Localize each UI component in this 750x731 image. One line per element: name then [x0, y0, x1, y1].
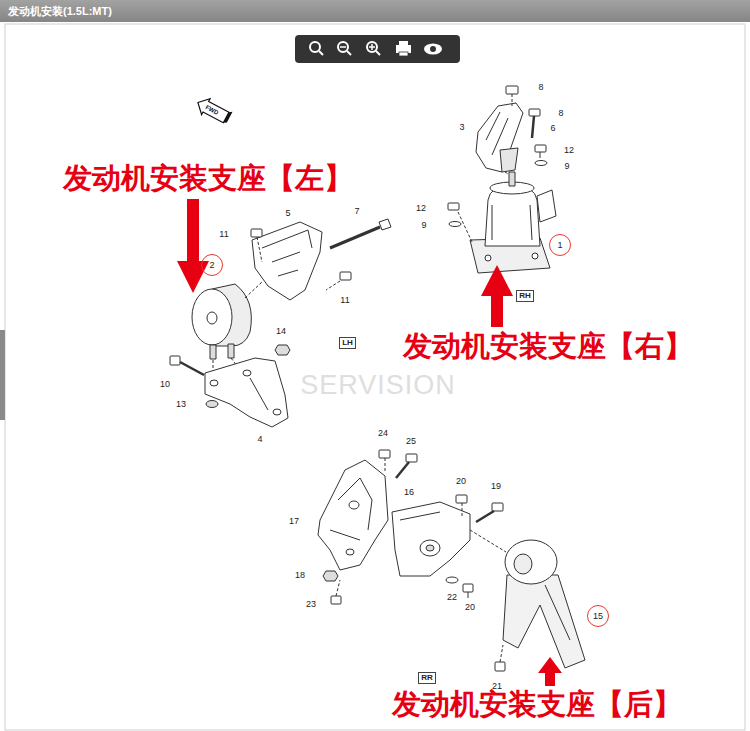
callout-number: 17 [289, 517, 299, 526]
title-text: 发动机安装(1.5L:MT) [8, 4, 112, 19]
callout-number: 24 [378, 429, 388, 438]
callout-number: 2 [209, 261, 214, 270]
callout-number: 25 [406, 437, 416, 446]
title-bar: 发动机安装(1.5L:MT) [0, 0, 750, 22]
callout-number: 4 [257, 435, 262, 444]
side-label: RR [421, 674, 433, 682]
side-label: RH [519, 292, 531, 300]
callout-number: 9 [421, 221, 426, 230]
side-tag: RR [418, 672, 436, 684]
callout-circle: 15 [587, 605, 609, 627]
callout-number: 18 [295, 571, 305, 580]
callout-number: 19 [491, 482, 501, 491]
mount-label: 发动机安装支座【右】 [403, 331, 693, 363]
callout-number: 15 [593, 612, 603, 621]
callout-circle: 1 [549, 234, 571, 256]
callout-number: 5 [285, 209, 290, 218]
callout-number: 13 [176, 400, 186, 409]
callout-circle: 2 [201, 254, 223, 276]
callout-number: 20 [465, 603, 475, 612]
callout-number: 20 [456, 477, 466, 486]
callout-number: 8 [538, 83, 543, 92]
callout-number: 23 [306, 600, 316, 609]
callout-number: 11 [219, 230, 228, 239]
callout-number: 9 [564, 162, 569, 171]
callout-number: 22 [447, 593, 457, 602]
callout-number: 12 [416, 204, 426, 213]
callout-number: 6 [550, 124, 555, 133]
callout-number: 14 [276, 327, 286, 336]
callout-number: 11 [340, 296, 349, 305]
callout-number: 12 [564, 146, 574, 155]
watermark: SERVISION [300, 372, 456, 399]
callout-number: 8 [558, 109, 563, 118]
side-label: LH [342, 339, 353, 347]
callout-number: 7 [354, 207, 359, 216]
side-tag: RH [516, 290, 534, 302]
mount-label: 发动机安装支座【左】 [63, 163, 353, 195]
side-tag: LH [339, 337, 356, 349]
callout-number: 16 [404, 488, 414, 497]
mount-label: 发动机安装支座【后】 [392, 689, 682, 721]
callout-number: 10 [160, 380, 170, 389]
callout-number: 1 [557, 241, 562, 250]
callout-number: 3 [459, 123, 464, 132]
